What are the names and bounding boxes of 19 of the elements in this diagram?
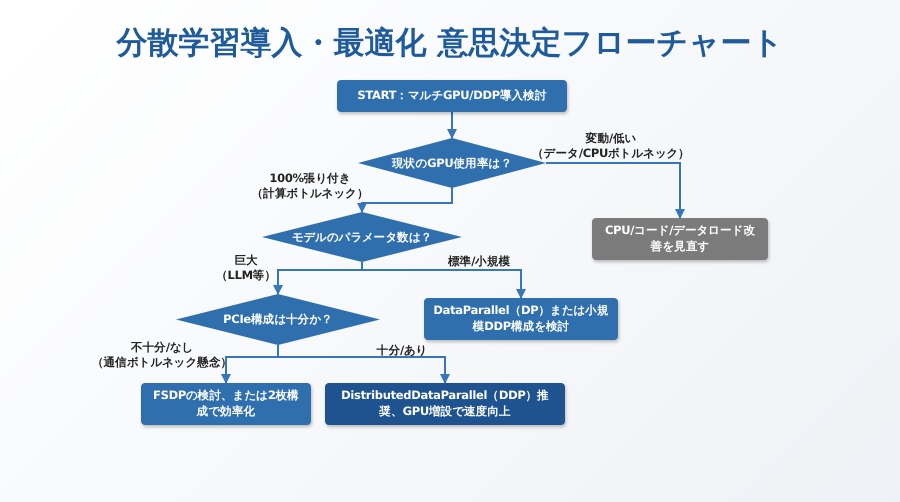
edge-label: 100%張り付き（計算ボトルネック） xyxy=(250,171,370,201)
diamond-label: PCIe構成は十分か？ xyxy=(223,312,333,327)
process-box: CPU/コード/データロード改善を見直す xyxy=(592,218,768,260)
arrow xyxy=(361,262,526,299)
process-box: DataParallel（DP）または小規模DDP構成を検討 xyxy=(424,298,618,340)
arrow xyxy=(357,188,453,213)
process-box: DistributedDataParallel（DDP）推奨、GPU増設で速度向上 xyxy=(325,383,565,425)
edge-label: 十分/あり xyxy=(376,342,428,358)
process-box: START：マルチGPU/DDP導入検討 xyxy=(337,80,567,112)
arrow xyxy=(447,112,457,139)
edge-label: 巨大（LLM等） xyxy=(215,253,277,283)
diamond-label: モデルのパラメータ数は？ xyxy=(292,230,432,244)
arrow xyxy=(546,162,685,219)
title: 分散学習導入・最適化 意思決定フローチャート xyxy=(115,24,784,63)
edge-label: 不十分/なし（通信ボトルネック懸念） xyxy=(90,340,234,370)
edge-label: 変動/低い（データ/CPUボトルネック） xyxy=(531,131,691,161)
process-box: FSDPの検討、または2枚構成で効率化 xyxy=(141,383,311,425)
diamond-label: 現状のGPU使用率は？ xyxy=(392,156,512,170)
edge-label: 標準/小規模 xyxy=(446,254,512,268)
